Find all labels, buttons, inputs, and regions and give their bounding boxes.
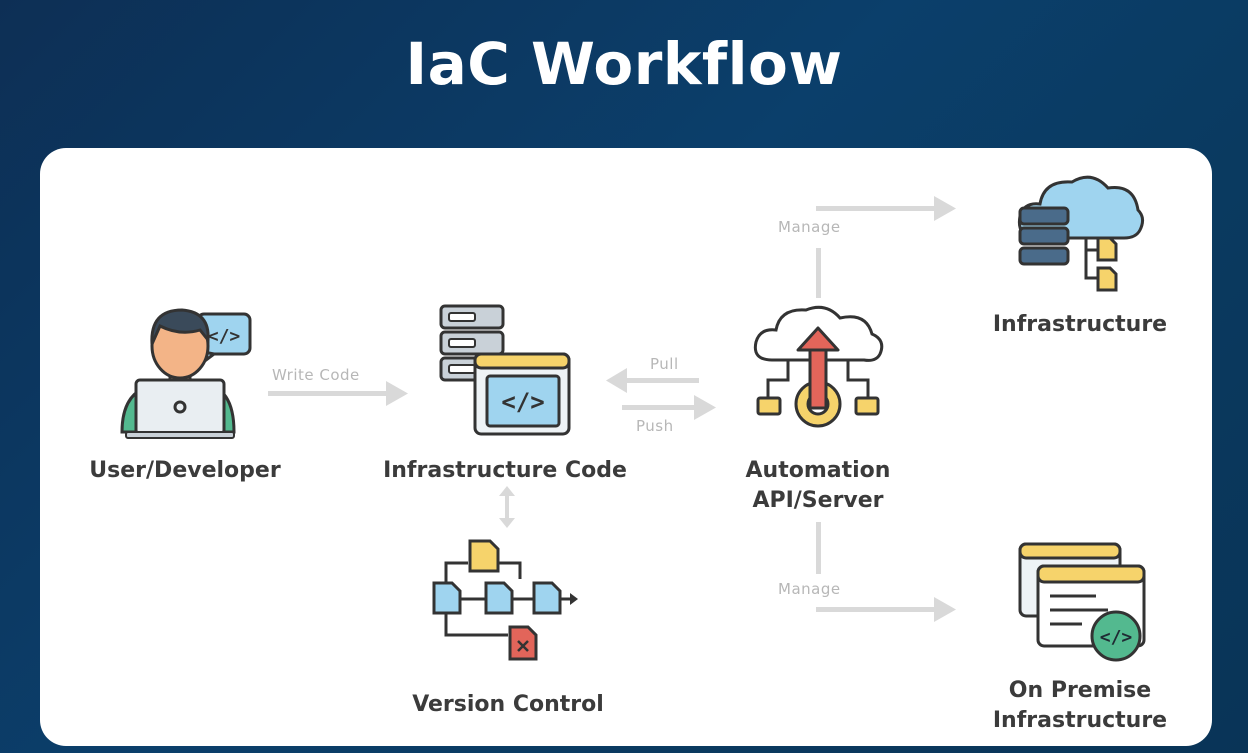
node-infrastructure: Infrastructure — [992, 312, 1168, 337]
manage-bottom-arrow-vertical — [816, 522, 821, 574]
manage-bottom-arrow-shaft — [816, 607, 936, 612]
diagram-panel — [40, 148, 1212, 746]
cloud-upload-gear-icon — [753, 305, 884, 428]
manage-top-arrow-head — [934, 196, 956, 221]
push-arrow-shaft — [622, 405, 696, 410]
manage-top-arrow-vertical — [816, 248, 821, 298]
write-code-arrow-head — [386, 381, 408, 406]
manage-bottom-label: Manage — [778, 580, 841, 598]
node-user-developer: User/Developer — [89, 458, 281, 483]
cloud-database-icon — [1017, 175, 1145, 292]
manage-top-label: Manage — [778, 218, 841, 236]
manage-top-arrow-shaft — [816, 206, 936, 211]
version-arrow-head-down — [499, 518, 515, 528]
node-infrastructure-code: Infrastructure Code — [383, 458, 627, 483]
automation-label-text: Automation API/Server — [745, 458, 891, 513]
page-title: IaC Workflow — [405, 30, 843, 98]
pull-label: Pull — [650, 355, 679, 373]
write-code-label: Write Code — [272, 366, 360, 384]
node-version-control: Version Control — [412, 692, 604, 717]
version-arrow-head-up — [499, 486, 515, 496]
developer-laptop-icon: </> — [120, 308, 252, 439]
push-label: Push — [636, 417, 674, 435]
node-automation-api-server: Automation API/Server — [700, 456, 936, 516]
write-code-arrow-shaft — [268, 391, 388, 396]
push-arrow-head — [694, 395, 716, 420]
svg-text:</>: </> — [1100, 627, 1133, 648]
server-code-icon: </> — [439, 304, 571, 436]
pull-arrow-shaft — [625, 378, 699, 383]
manage-bottom-arrow-head — [934, 597, 956, 622]
svg-text:</>: </> — [208, 326, 241, 347]
file-branch-icon — [432, 539, 578, 661]
node-on-premise-infrastructure: On Premise Infrastructure — [992, 678, 1168, 733]
browser-windows-code-icon: </> — [1018, 542, 1146, 662]
version-arrow-shaft — [505, 494, 509, 520]
pull-arrow-head — [606, 368, 627, 393]
svg-text:</>: </> — [501, 388, 544, 416]
